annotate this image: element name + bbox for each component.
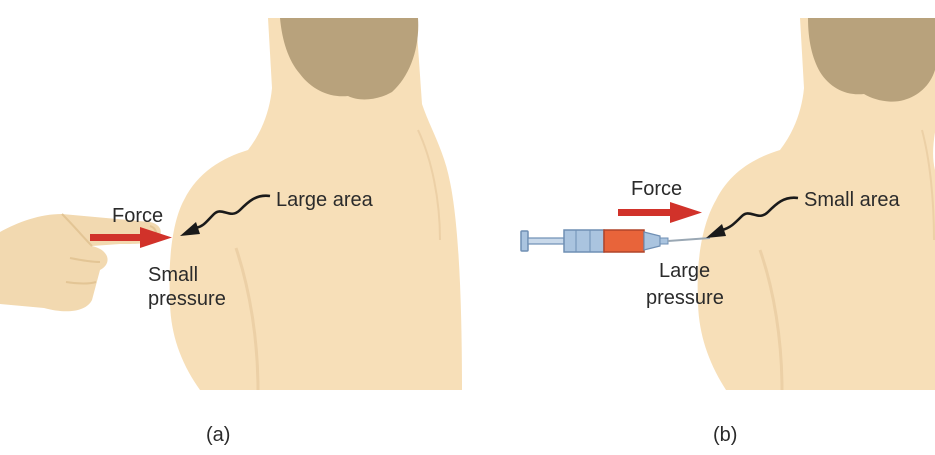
panel-a: Force Large area Small pressure (a) <box>0 18 462 446</box>
pressure-label-b-line1: Large <box>659 260 710 282</box>
panel-b: Force Small area Large pressure (b) <box>521 18 935 446</box>
pressure-label-a-line2: pressure <box>148 288 226 310</box>
force-label-b: Force <box>631 178 682 200</box>
area-label-a: Large area <box>276 189 374 211</box>
pressure-label-a-line1: Small <box>148 264 198 286</box>
syringe <box>521 230 710 252</box>
caption-b: (b) <box>713 424 737 446</box>
caption-a: (a) <box>206 424 230 446</box>
area-label-b: Small area <box>804 189 900 211</box>
pressure-label-b-line2: pressure <box>646 287 724 309</box>
force-arrow-b <box>618 202 702 223</box>
force-label-a: Force <box>112 205 163 227</box>
finger-hand <box>0 214 161 311</box>
